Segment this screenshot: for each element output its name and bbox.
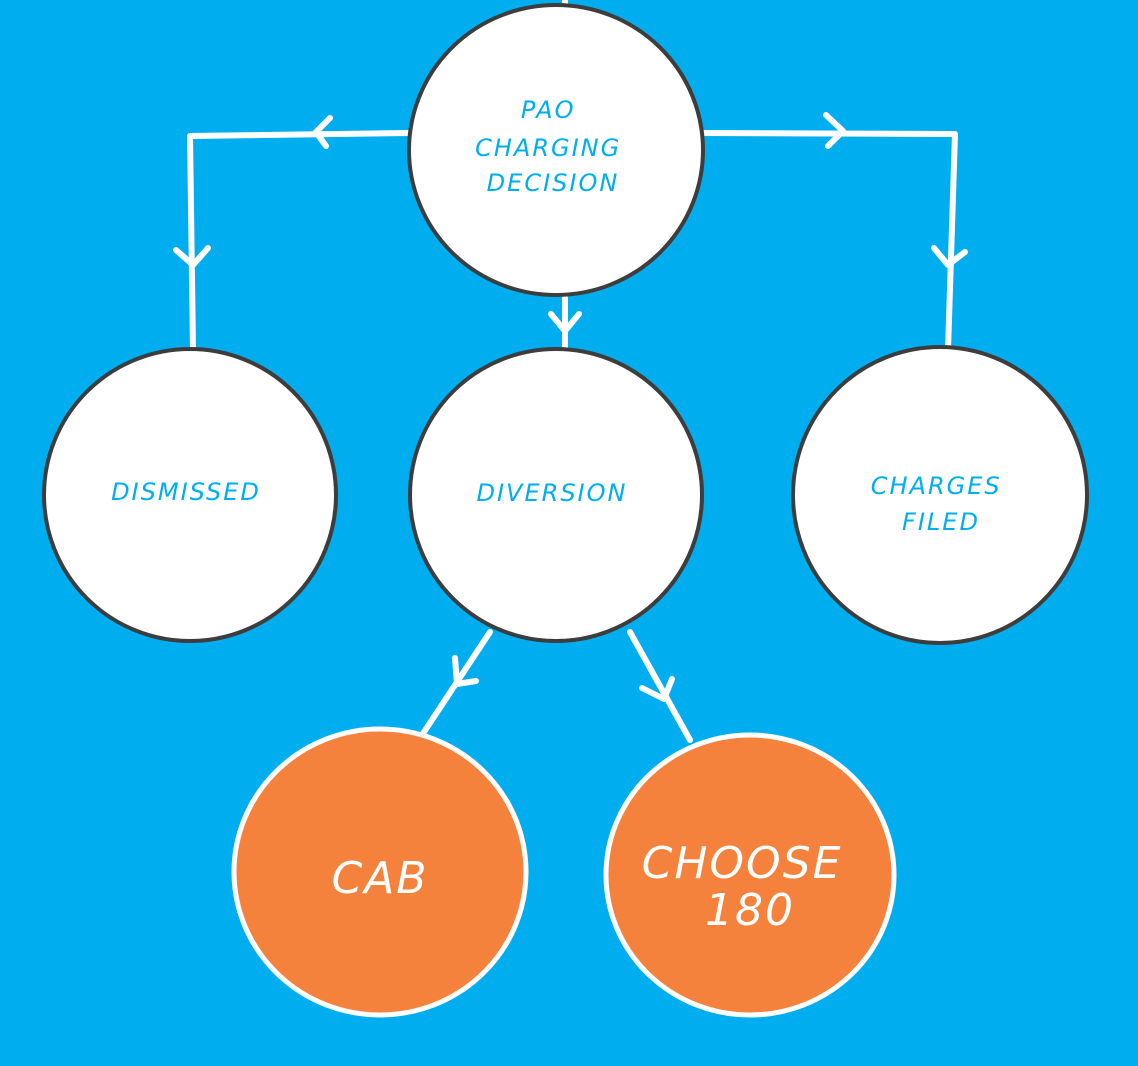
node-cab-line: CAB xyxy=(331,853,428,904)
edge-decision-charges-filed xyxy=(700,130,958,353)
arrowhead-right-icon xyxy=(823,112,846,149)
node-decision-line: DECISION xyxy=(487,169,620,197)
node-decision-line: PAO xyxy=(521,96,576,124)
svg-text:DISMISSED: DISMISSED xyxy=(111,478,261,506)
node-dismissed-line: DISMISSED xyxy=(111,478,261,506)
svg-text:DIVERSION: DIVERSION xyxy=(477,479,628,507)
svg-text:CAB: CAB xyxy=(331,853,428,904)
connectors xyxy=(173,0,968,743)
node-charges-filed-line: FILED xyxy=(902,508,980,536)
edge-diversion-choose180 xyxy=(627,629,693,743)
node-cab: CAB xyxy=(231,726,529,1018)
node-choose180: CHOOSE 180 xyxy=(603,732,897,1018)
node-dismissed: DISMISSED xyxy=(42,347,338,643)
node-decision: PAO CHARGING DECISION xyxy=(407,3,705,297)
arrowhead-down-icon xyxy=(931,245,968,268)
arrowhead-down-right-icon xyxy=(639,676,675,702)
node-diversion: DIVERSION xyxy=(408,347,704,643)
svg-text:CHARGES FILED: CHARGES FILED xyxy=(871,472,1012,536)
node-choose180-line: CHOOSE xyxy=(642,838,843,889)
arrowhead-down-icon xyxy=(548,311,582,334)
node-choose180-line: 180 xyxy=(705,885,795,936)
arrowhead-down-icon xyxy=(173,245,211,268)
svg-text:CHOOSE 180: CHOOSE 180 xyxy=(642,838,859,936)
node-decision-line: CHARGING xyxy=(475,134,621,162)
arrowhead-down-left-icon xyxy=(452,655,479,687)
edge-decision-dismissed xyxy=(187,130,413,353)
svg-text:PAO CHARGING DECIS: PAO CHARGING DECISION xyxy=(475,96,631,197)
node-charges-filed: CHARGES FILED xyxy=(791,345,1089,645)
node-charges-filed-line: CHARGES xyxy=(871,472,1002,500)
node-diversion-line: DIVERSION xyxy=(477,479,628,507)
arrowhead-left-icon xyxy=(313,115,333,149)
